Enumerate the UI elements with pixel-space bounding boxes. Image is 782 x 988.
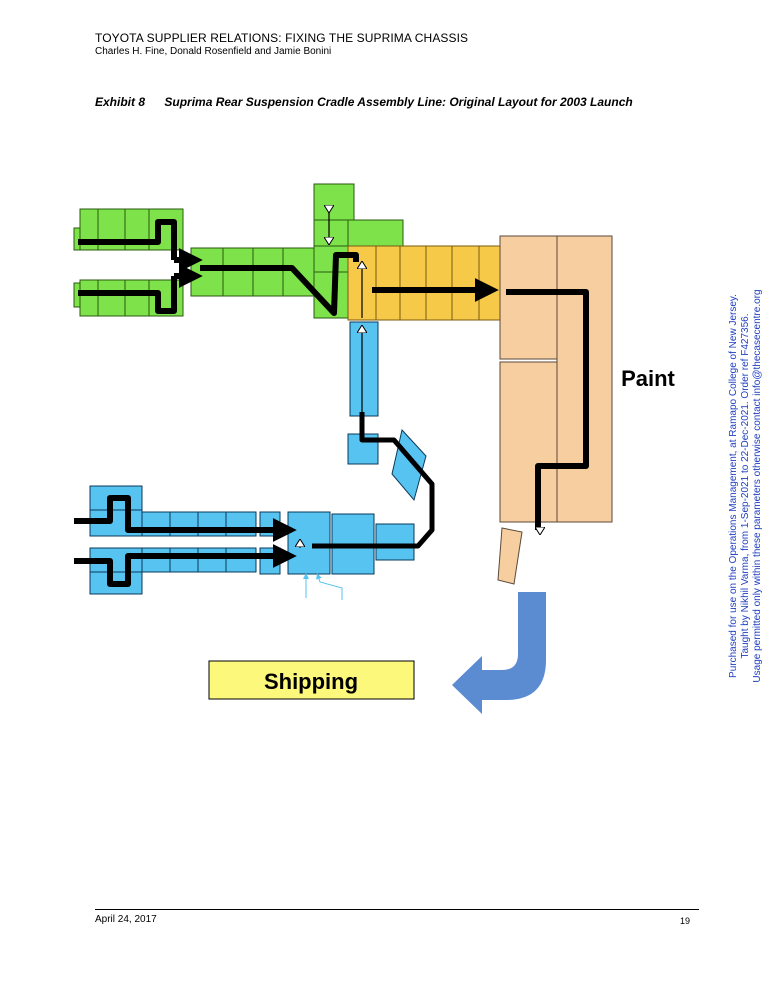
green-station — [97, 279, 126, 317]
paint-label: Paint — [621, 366, 675, 391]
flow-path-paint — [506, 289, 589, 530]
yellow-station — [375, 245, 401, 321]
exhibit-heading: Exhibit 8 Suprima Rear Suspension Cradle… — [95, 95, 633, 109]
green-station — [79, 279, 99, 317]
flow-path-blue-to-paint — [312, 412, 435, 549]
footer-date: April 24, 2017 — [95, 914, 157, 925]
flow-path-green-upper — [78, 219, 177, 260]
exhibit-number: Exhibit 8 — [95, 95, 146, 109]
page-number: 19 — [680, 916, 691, 926]
exhibit-caption: Suprima Rear Suspension Cradle Assembly … — [164, 95, 633, 109]
watermark-line-1: Purchased for use on the Operations Mana… — [728, 294, 739, 678]
yellow-station — [451, 245, 480, 321]
paint-booth — [499, 235, 558, 360]
paint-area — [497, 235, 613, 585]
feed-arrows — [303, 573, 343, 600]
blue-station — [287, 511, 331, 575]
flow-path-green-main — [200, 252, 359, 316]
paint-booth — [499, 361, 558, 523]
yellow-station — [399, 245, 427, 321]
blue-station — [349, 321, 379, 417]
watermark-line-3: Usage permitted only within these parame… — [752, 289, 763, 683]
flow-path-blue-upper — [74, 495, 297, 542]
paint-booth-rack — [497, 527, 523, 585]
document-authors: Charles H. Fine, Donald Rosenfield and J… — [95, 46, 332, 57]
blue-station — [141, 547, 171, 573]
green-station — [313, 219, 355, 247]
green-station — [313, 183, 355, 221]
flow-path-green-lower — [78, 276, 177, 314]
flow-path-blue-lower — [74, 544, 297, 587]
document-title: TOYOTA SUPPLIER RELATIONS: FIXING THE SU… — [95, 31, 469, 45]
shipping-label: Shipping — [264, 669, 358, 694]
green-station — [124, 279, 150, 317]
green-station — [190, 247, 224, 297]
blue-station — [169, 547, 199, 573]
green-stations — [73, 183, 404, 319]
blue-station — [225, 547, 257, 573]
green-station — [252, 247, 284, 297]
footer-divider — [95, 909, 699, 910]
feed-arrow-2 — [316, 573, 343, 600]
green-station — [347, 219, 404, 247]
yellow-station — [425, 245, 453, 321]
return-to-shipping-arrow — [452, 592, 546, 714]
green-station — [222, 247, 254, 297]
blue-station — [259, 547, 281, 575]
watermark-line-2: Taught by Nikhil Varma, from 1-Sep-2021 … — [740, 313, 751, 659]
blue-station — [197, 547, 227, 573]
yellow-station — [478, 245, 502, 321]
shipping-box — [208, 660, 415, 700]
blue-station — [375, 523, 415, 561]
open-arrows — [300, 212, 540, 548]
yellow-stations — [347, 245, 502, 321]
flow-arrows — [74, 219, 589, 587]
blue-stations — [89, 321, 427, 595]
